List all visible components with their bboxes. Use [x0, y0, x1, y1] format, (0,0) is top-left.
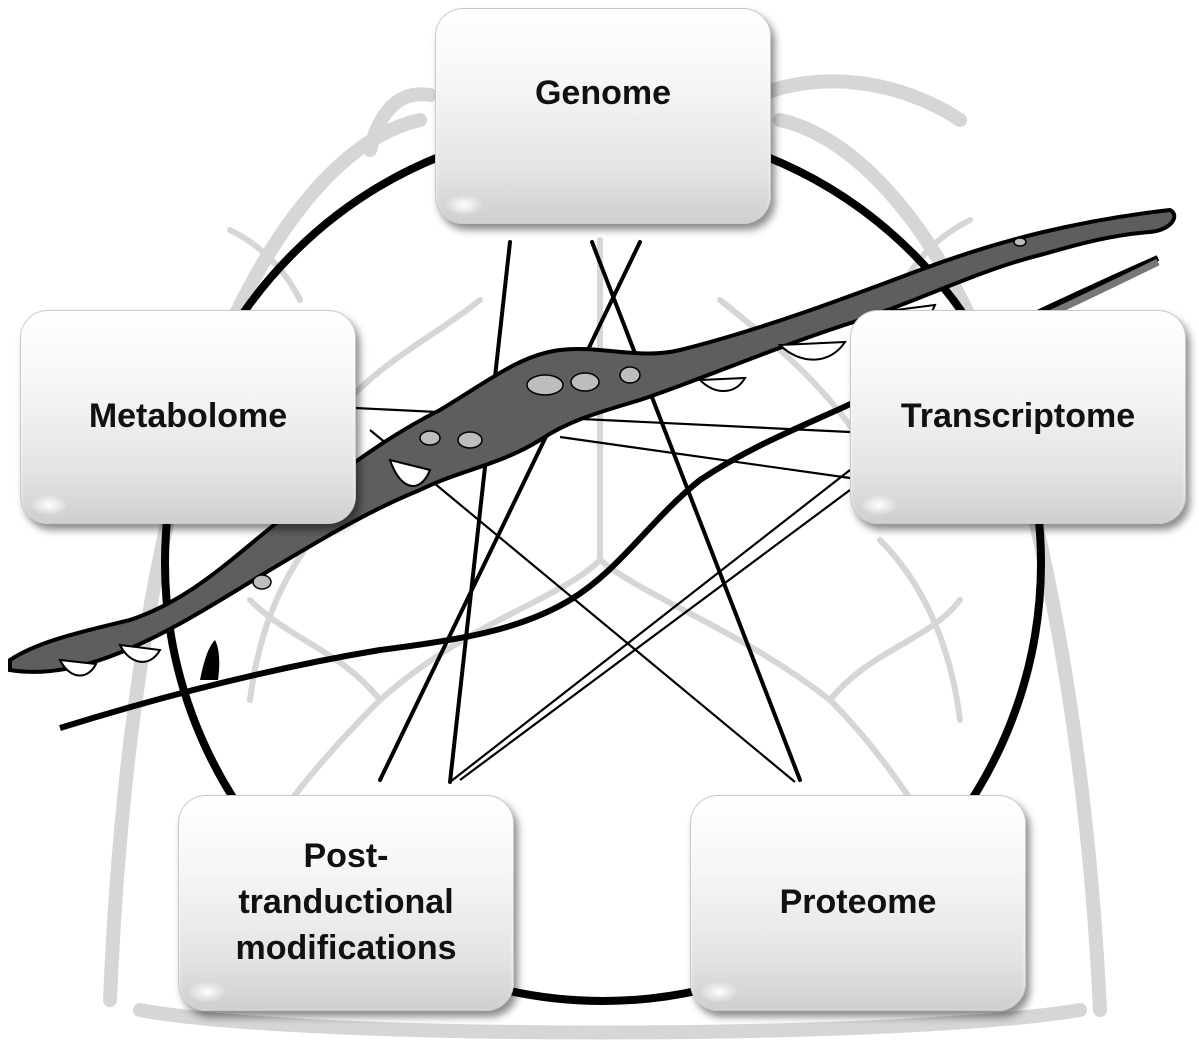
ribbon-band — [8, 207, 1177, 674]
post-translational-modifications-label: Post- tranductional modifications — [235, 837, 457, 967]
thin-curve-tail — [200, 640, 220, 680]
genome-label: Genome — [534, 74, 672, 113]
metabolome-node: Metabolome — [20, 310, 356, 524]
transcriptome-label: Transcriptome — [900, 397, 1136, 436]
connection-lines — [378, 240, 802, 784]
genome-node: Genome — [435, 8, 771, 224]
transcriptome-node: Transcriptome — [850, 310, 1186, 524]
proteome-node: Proteome — [690, 795, 1026, 1011]
post-translational-modifications-node: Post- tranductional modifications — [178, 795, 514, 1011]
metabolome-label: Metabolome — [88, 397, 288, 436]
thin-connection-lines — [354, 406, 851, 783]
proteome-label: Proteome — [779, 883, 937, 922]
